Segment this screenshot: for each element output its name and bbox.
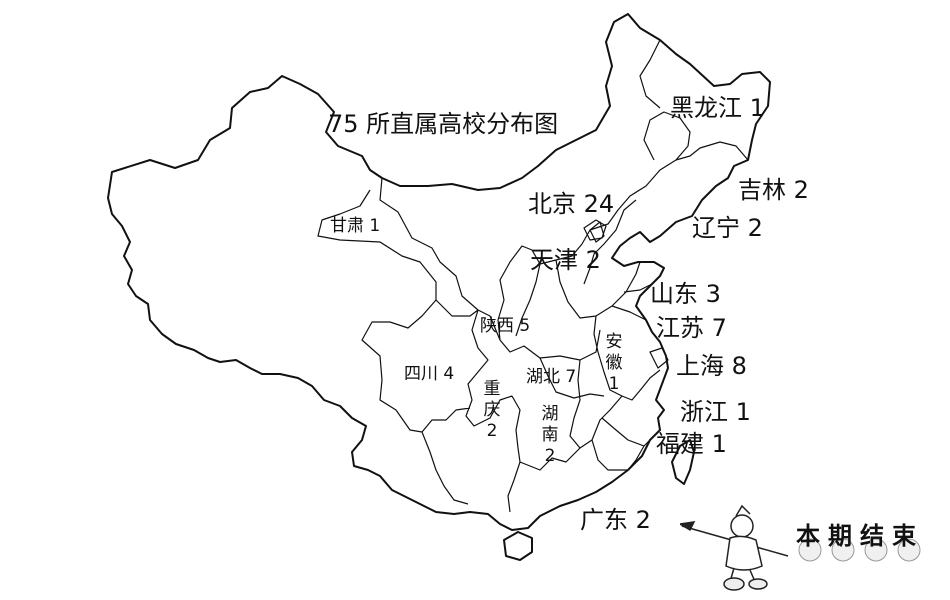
label-jilin: 吉林 2	[738, 176, 809, 204]
label-shanghai: 上海 8	[676, 352, 747, 380]
label-chongqing-char3: 2	[486, 421, 498, 441]
label-heilongjiang: 黑龙江 1	[670, 94, 765, 122]
hainan-outline	[503, 531, 533, 561]
label-shandong: 山东 3	[650, 280, 721, 308]
label-guangdong: 广东 2	[580, 506, 651, 534]
label-sichuan: 四川 4	[404, 364, 455, 384]
ending-illustration: 本期结束	[677, 498, 940, 593]
label-anhui-char2: 徽	[605, 353, 623, 373]
label-beijing: 北京 24	[528, 190, 615, 218]
label-jiangsu: 江苏 7	[656, 314, 727, 342]
warrior-doodle-icon	[677, 504, 921, 591]
label-hunan-char1: 湖	[541, 404, 559, 424]
label-tianjin: 天津 2	[530, 246, 601, 274]
label-chongqing-char1: 重	[483, 379, 501, 399]
label-chongqing-char2: 庆	[483, 400, 501, 420]
ending-text: 本期结束	[796, 521, 924, 550]
taiwan-outline	[671, 439, 695, 485]
label-hubei: 湖北 7	[526, 367, 577, 387]
label-chongqing: 重 庆 2	[481, 379, 503, 442]
shanghai-outline	[649, 347, 669, 369]
label-anhui-char1: 安	[605, 332, 623, 352]
beijing-border	[583, 219, 607, 241]
label-hunan-char3: 2	[544, 446, 556, 466]
map-title: 75 所直属高校分布图	[328, 110, 559, 138]
label-shaanxi: 陕西 5	[480, 316, 531, 336]
label-zhejiang: 浙江 1	[680, 398, 751, 426]
label-anhui-char3: 1	[608, 374, 620, 394]
china-outline	[107, 13, 771, 531]
label-gansu: 甘肃 1	[330, 216, 381, 236]
label-anhui: 安 徽 1	[603, 332, 625, 395]
label-liaoning: 辽宁 2	[692, 214, 763, 242]
label-hunan: 湖 南 2	[539, 404, 561, 467]
label-fujian: 福建 1	[656, 430, 727, 458]
label-hunan-char2: 南	[541, 425, 559, 445]
province-borders	[317, 39, 749, 513]
